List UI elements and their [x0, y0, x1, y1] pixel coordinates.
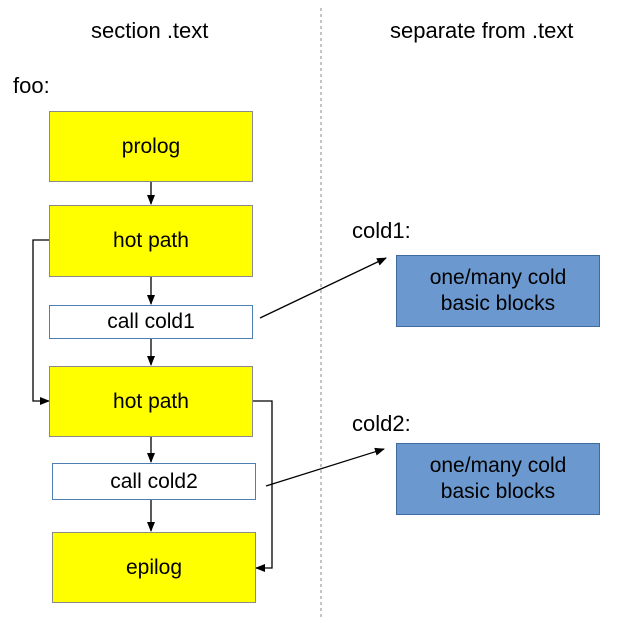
cold2-block: one/many cold basic blocks — [396, 443, 600, 515]
header-section-text: section .text — [91, 18, 209, 43]
cold2-block-line-2: basic blocks — [440, 480, 556, 503]
label-foo: foo: — [13, 73, 50, 98]
arrow-call-cold1-to-cold1 — [259, 257, 387, 319]
epilog-block: epilog — [52, 532, 256, 603]
arrow-call-cold2-to-cold2 — [265, 447, 385, 487]
header-separate-from-text: separate from .text — [390, 18, 574, 43]
bypass-arrow-left — [32, 239, 50, 405]
prolog-block: prolog — [49, 111, 253, 182]
label-cold2: cold2: — [352, 411, 411, 436]
cold1-block-line-2: basic blocks — [440, 292, 556, 315]
call-cold1-block: call cold1 — [49, 305, 253, 339]
cold2-block-line-1: one/many cold — [429, 454, 567, 477]
hot-path-block-1: hot path — [49, 205, 253, 277]
call-cold2-block: call cold2 — [52, 463, 256, 500]
label-cold1: cold1: — [352, 218, 411, 243]
cold1-block-line-1: one/many cold — [429, 266, 567, 289]
cold1-block: one/many cold basic blocks — [396, 255, 600, 327]
hot-path-block-2: hot path — [49, 366, 253, 437]
